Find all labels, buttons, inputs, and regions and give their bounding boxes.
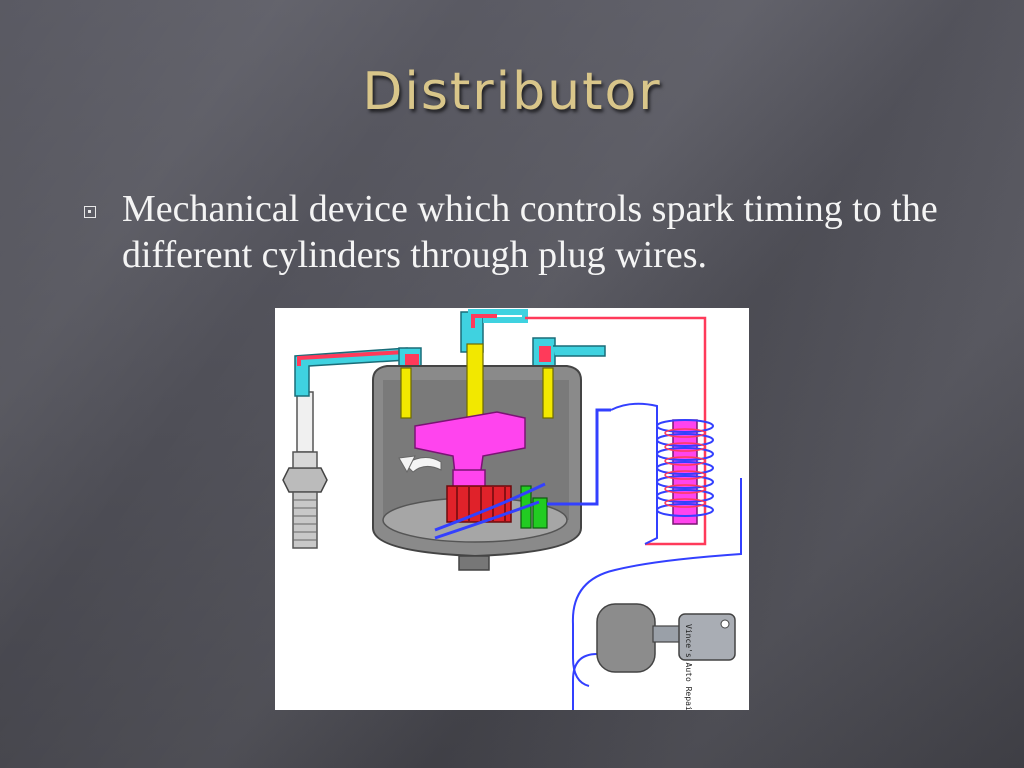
cap-terminals [400, 343, 554, 423]
square-bullet-icon [84, 206, 96, 218]
rotation-arrow-icon [398, 455, 442, 474]
slide-title: Distributor [362, 62, 662, 122]
plug-wire-boot-left [294, 347, 422, 397]
key-tag-label: Vince's Auto Repair [684, 624, 693, 710]
coil-wire-boot-center [460, 309, 528, 353]
spark-plug-icon [282, 376, 328, 549]
ignition-coil-icon [610, 402, 714, 545]
ignition-feed-wire [571, 478, 742, 687]
bullet-text: Mechanical device which controls spark t… [122, 188, 938, 276]
plug-wire-boot-right [532, 337, 606, 369]
ground-wire [572, 653, 598, 710]
primary-wires [434, 408, 611, 540]
ignition-key-icon: Vince's Auto Repair [596, 603, 736, 710]
distributor-diagram: Vince's Auto Repair [275, 308, 749, 710]
rotor-icon [414, 411, 526, 491]
distributor-illustration: Vince's Auto Repair [282, 309, 742, 710]
bullet-item: Mechanical device which controls spark t… [84, 186, 964, 278]
